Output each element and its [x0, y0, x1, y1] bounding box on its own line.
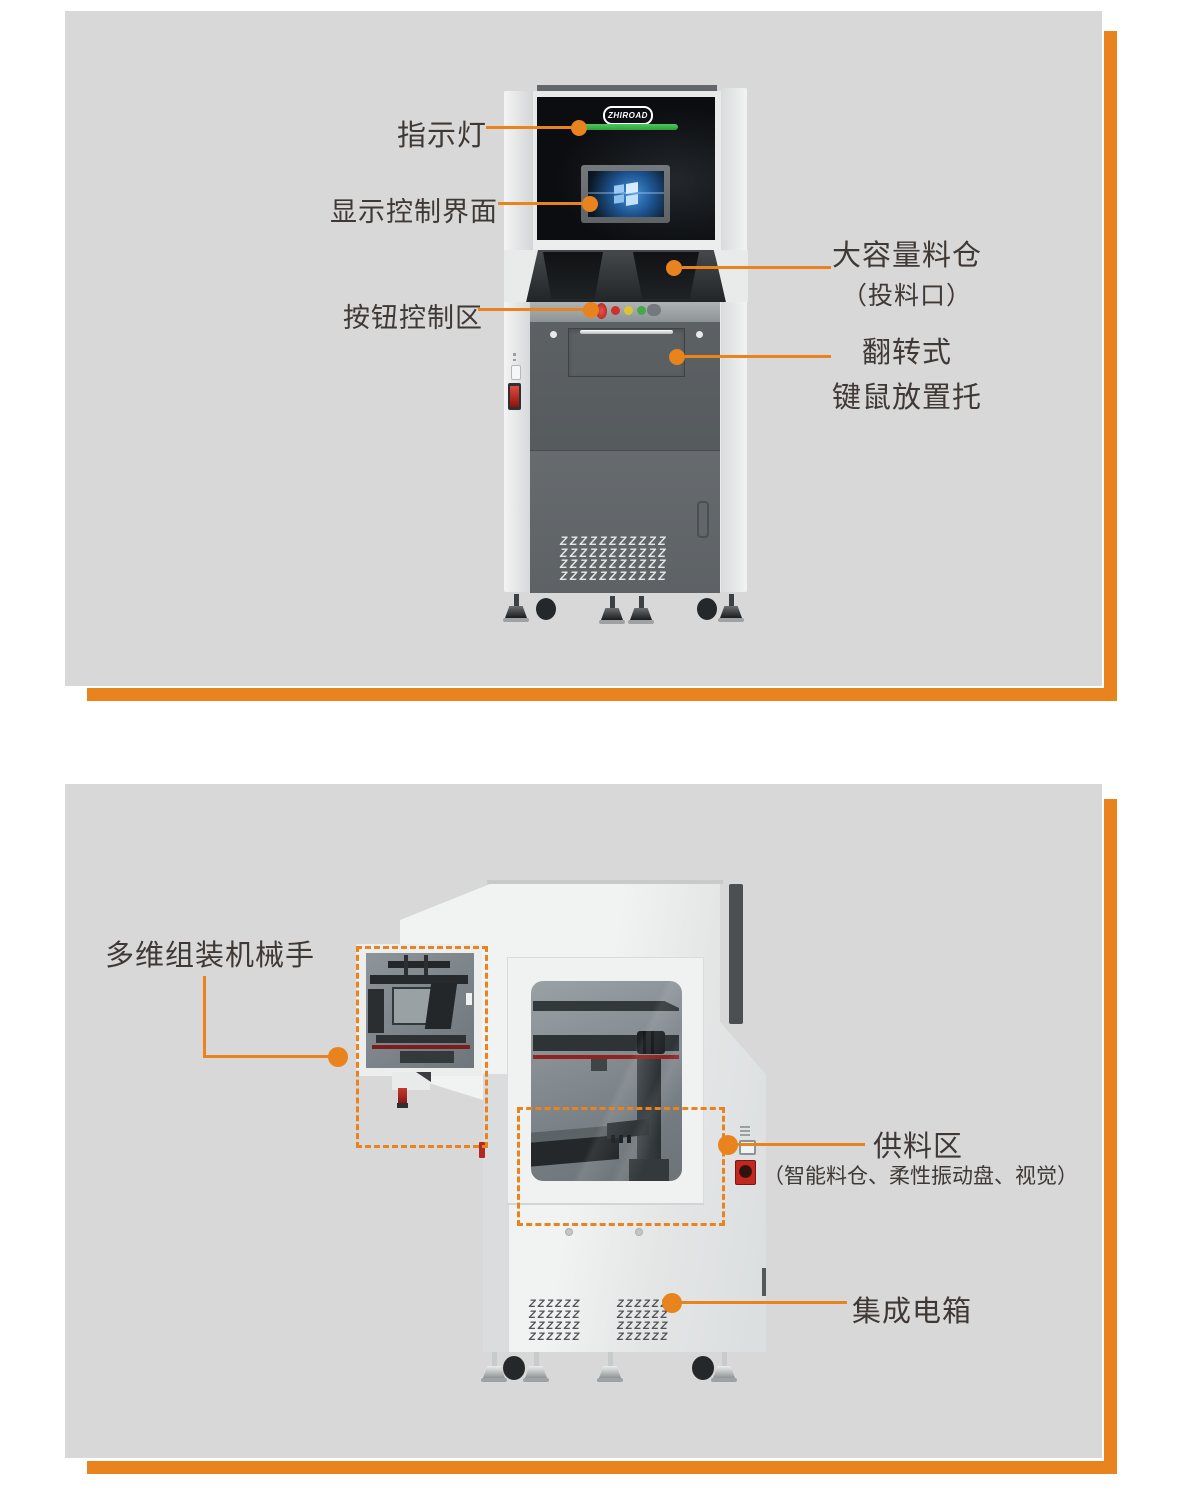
brand-logo-text: ZHIROAD: [608, 111, 648, 120]
leader-line: [203, 976, 206, 1058]
label-feed-area-sub: （智能料仓、柔性振动盘、视觉）: [763, 1165, 1078, 1188]
label-feed-area-title: 供料区: [873, 1131, 964, 1163]
tray-screw-right: [696, 331, 703, 338]
label-tray: 翻转式 键鼠放置托: [822, 329, 992, 416]
caster-right: [697, 598, 717, 620]
label-hopper-title: 大容量料仓: [831, 240, 982, 272]
cabinet-right-fin: [720, 88, 747, 592]
leader-dot: [669, 349, 685, 365]
fin-dot-2: [513, 359, 516, 361]
robot-arm-bracket-notch: [416, 1072, 431, 1082]
door-bottom-seam: [507, 1203, 704, 1205]
highlight-box-feed-area: [517, 1107, 725, 1226]
caster-left: [503, 1356, 525, 1380]
leader-line: [486, 126, 572, 129]
gray-button: [647, 304, 661, 316]
fin-dot-1: [513, 353, 516, 356]
panel-screw-1: [565, 1228, 573, 1236]
leader-line: [682, 266, 831, 269]
left-edge-red-handle: [479, 1142, 485, 1158]
brand-logo: ZHIROAD: [603, 106, 653, 125]
red-button: [611, 306, 620, 315]
highlight-box-robot-arm: [356, 946, 488, 1148]
leader-dot: [718, 1135, 738, 1155]
gantry-beam-1: [533, 1001, 679, 1011]
caster-left: [536, 598, 556, 620]
label-tray-line2: 键鼠放置托: [831, 382, 982, 414]
leader-dot: [582, 196, 598, 212]
tray-handle: [580, 330, 673, 334]
yellow-button: [624, 306, 633, 315]
cabinet-left-fin: [504, 91, 534, 592]
right-side-slot: [762, 1268, 766, 1296]
label-display-interface: 显示控制界面: [330, 197, 498, 227]
label-hopper: 大容量料仓 （投料口）: [822, 232, 992, 312]
door-glass: [531, 981, 682, 1181]
red-rail: [533, 1055, 679, 1059]
white-switch: [511, 365, 521, 380]
hopper-funnel-right: [633, 252, 699, 299]
label-robot-arm: 多维组装机械手: [105, 940, 316, 972]
leader-line: [478, 308, 585, 311]
top-panel-shadow-right: [1104, 31, 1117, 701]
robot-gripper-tip: [397, 1103, 408, 1108]
rear-duct: [729, 884, 743, 1024]
leader-line: [203, 1055, 331, 1058]
panel-screw-2: [635, 1228, 643, 1236]
main-power-switch-dial: [739, 1165, 752, 1178]
indicator-light-bar: [582, 124, 678, 130]
keyboard-tray: [568, 328, 685, 377]
leader-dot: [666, 260, 682, 276]
top-panel-shadow-bottom: [87, 688, 1117, 701]
leader-dot: [328, 1047, 348, 1067]
caster-right: [692, 1356, 714, 1380]
leader-dot: [662, 1293, 682, 1313]
leader-line: [680, 1301, 847, 1304]
label-button-control: 按钮控制区: [343, 303, 483, 333]
cabinet-mid-band: [533, 240, 721, 250]
hopper-funnel-left: [543, 252, 603, 299]
leader-dot: [583, 302, 599, 318]
leader-dot: [571, 120, 587, 136]
power-switch-red: [510, 386, 519, 407]
door-handle: [697, 501, 709, 538]
label-tray-line1: 翻转式: [861, 337, 952, 369]
leader-line: [498, 202, 584, 205]
leader-line: [738, 1143, 865, 1146]
robot-arm-bracket: [392, 1072, 430, 1090]
robot-arm-window: [366, 953, 474, 1068]
bottom-panel-shadow-right: [1104, 799, 1117, 1474]
tray-panel: [530, 322, 720, 450]
touchscreen-display: [588, 171, 664, 217]
label-electric-box: 集成电箱: [852, 1296, 973, 1328]
robot-gripper: [398, 1088, 407, 1103]
tray-screw-left: [550, 331, 557, 338]
leader-line: [685, 355, 831, 358]
windows-logo: [614, 181, 640, 207]
bottom-panel-shadow-bottom: [87, 1461, 1117, 1474]
label-hopper-sub: （投料口）: [841, 282, 972, 310]
emergency-stop-button: [596, 303, 607, 319]
label-indicator-light: 指示灯: [397, 120, 488, 152]
green-button: [637, 306, 646, 315]
glass-reflection: [531, 981, 682, 1181]
lower-door: [530, 450, 720, 593]
roof-edge: [487, 880, 723, 884]
cabinet-top-edge: [537, 85, 717, 92]
